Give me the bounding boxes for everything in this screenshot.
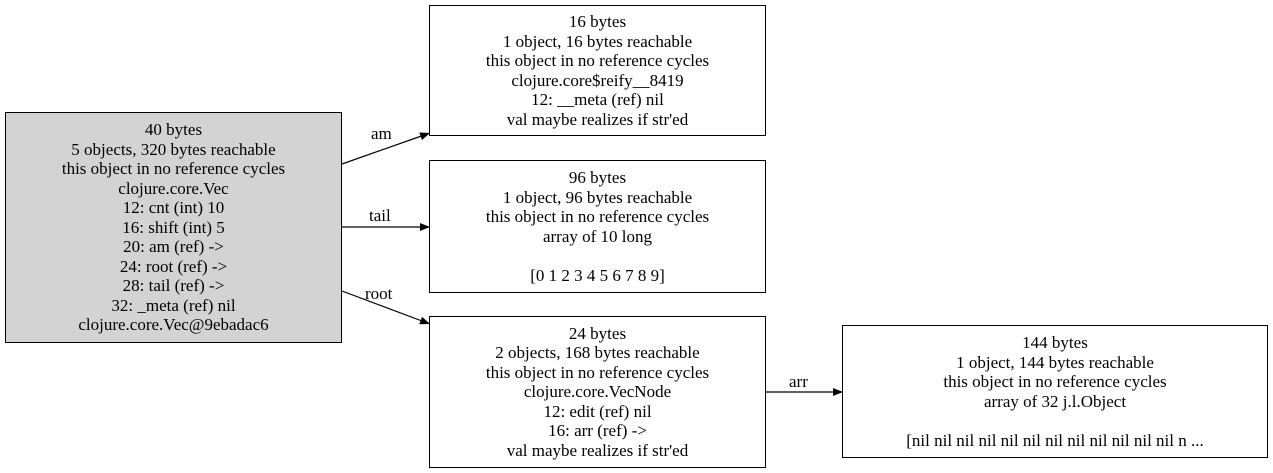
- node-text-line: clojure.core.VecNode: [523, 382, 672, 402]
- node-text-line: clojure.core.Vec@9ebadac6: [78, 315, 269, 335]
- edge-label-root: root: [365, 284, 393, 303]
- node-text-line: 16: shift (int) 5: [122, 217, 225, 237]
- node-text-line: 16 bytes: [568, 12, 627, 31]
- node-text-line: [0 1 2 3 4 5 6 7 8 9]: [530, 265, 665, 285]
- edge-root: [341, 290, 431, 325]
- node-text-line: val maybe realizes if str'ed: [506, 109, 689, 129]
- node-text-line: this object in no reference cycles: [943, 372, 1167, 391]
- node-text-line: 24 bytes: [568, 323, 627, 343]
- node-text-line: 1 object, 16 bytes reachable: [502, 31, 693, 51]
- node-text-line: array of 32 j.l.Object: [983, 391, 1127, 411]
- node-text-line: 96 bytes: [568, 168, 627, 187]
- node-text-line: 24: root (ref) ->: [119, 256, 228, 276]
- node-text-line: 2 objects, 168 bytes reachable: [495, 343, 700, 363]
- node-text-line: clojure.core$reify__8419: [511, 70, 684, 90]
- node-text-line: clojure.core.Vec: [118, 178, 229, 198]
- edge-label-am: am: [371, 124, 392, 143]
- node-text-line: 40 bytes: [144, 120, 203, 140]
- node-text-line: 1 object, 96 bytes reachable: [502, 187, 693, 207]
- edge-am: [341, 132, 431, 165]
- edge-label-arr: arr: [789, 372, 808, 391]
- node-text-line: 28: tail (ref) ->: [122, 276, 225, 296]
- node-text-line: 5 objects, 320 bytes reachable: [71, 139, 276, 159]
- node-text-line: 32: _meta (ref) nil: [111, 295, 236, 315]
- node-text-line: this object in no reference cycles: [61, 159, 286, 179]
- node-text-line: 20: am (ref) ->: [123, 237, 224, 257]
- node-text-line: this object in no reference cycles: [485, 207, 710, 226]
- node-text-line: 12: __meta (ref) nil: [531, 90, 664, 109]
- node-text-line: 144 bytes: [1022, 333, 1088, 352]
- node-text-line: 12: cnt (int) 10: [122, 198, 225, 218]
- edge-label-tail: tail: [369, 206, 391, 225]
- node-text-line: this object in no reference cycles: [485, 362, 710, 382]
- node-text-line: [nil nil nil nil nil nil nil nil nil nil…: [906, 430, 1204, 450]
- node-text-line: 12: edit (ref) nil: [543, 401, 652, 421]
- node-text-line: 1 object, 144 bytes reachable: [956, 352, 1154, 372]
- node-text-line: val maybe realizes if str'ed: [506, 440, 689, 460]
- node-text-line: this object in no reference cycles: [485, 51, 710, 70]
- node-text-line: 16: arr (ref) ->: [548, 421, 647, 441]
- node-text-line: array of 10 long: [542, 226, 653, 246]
